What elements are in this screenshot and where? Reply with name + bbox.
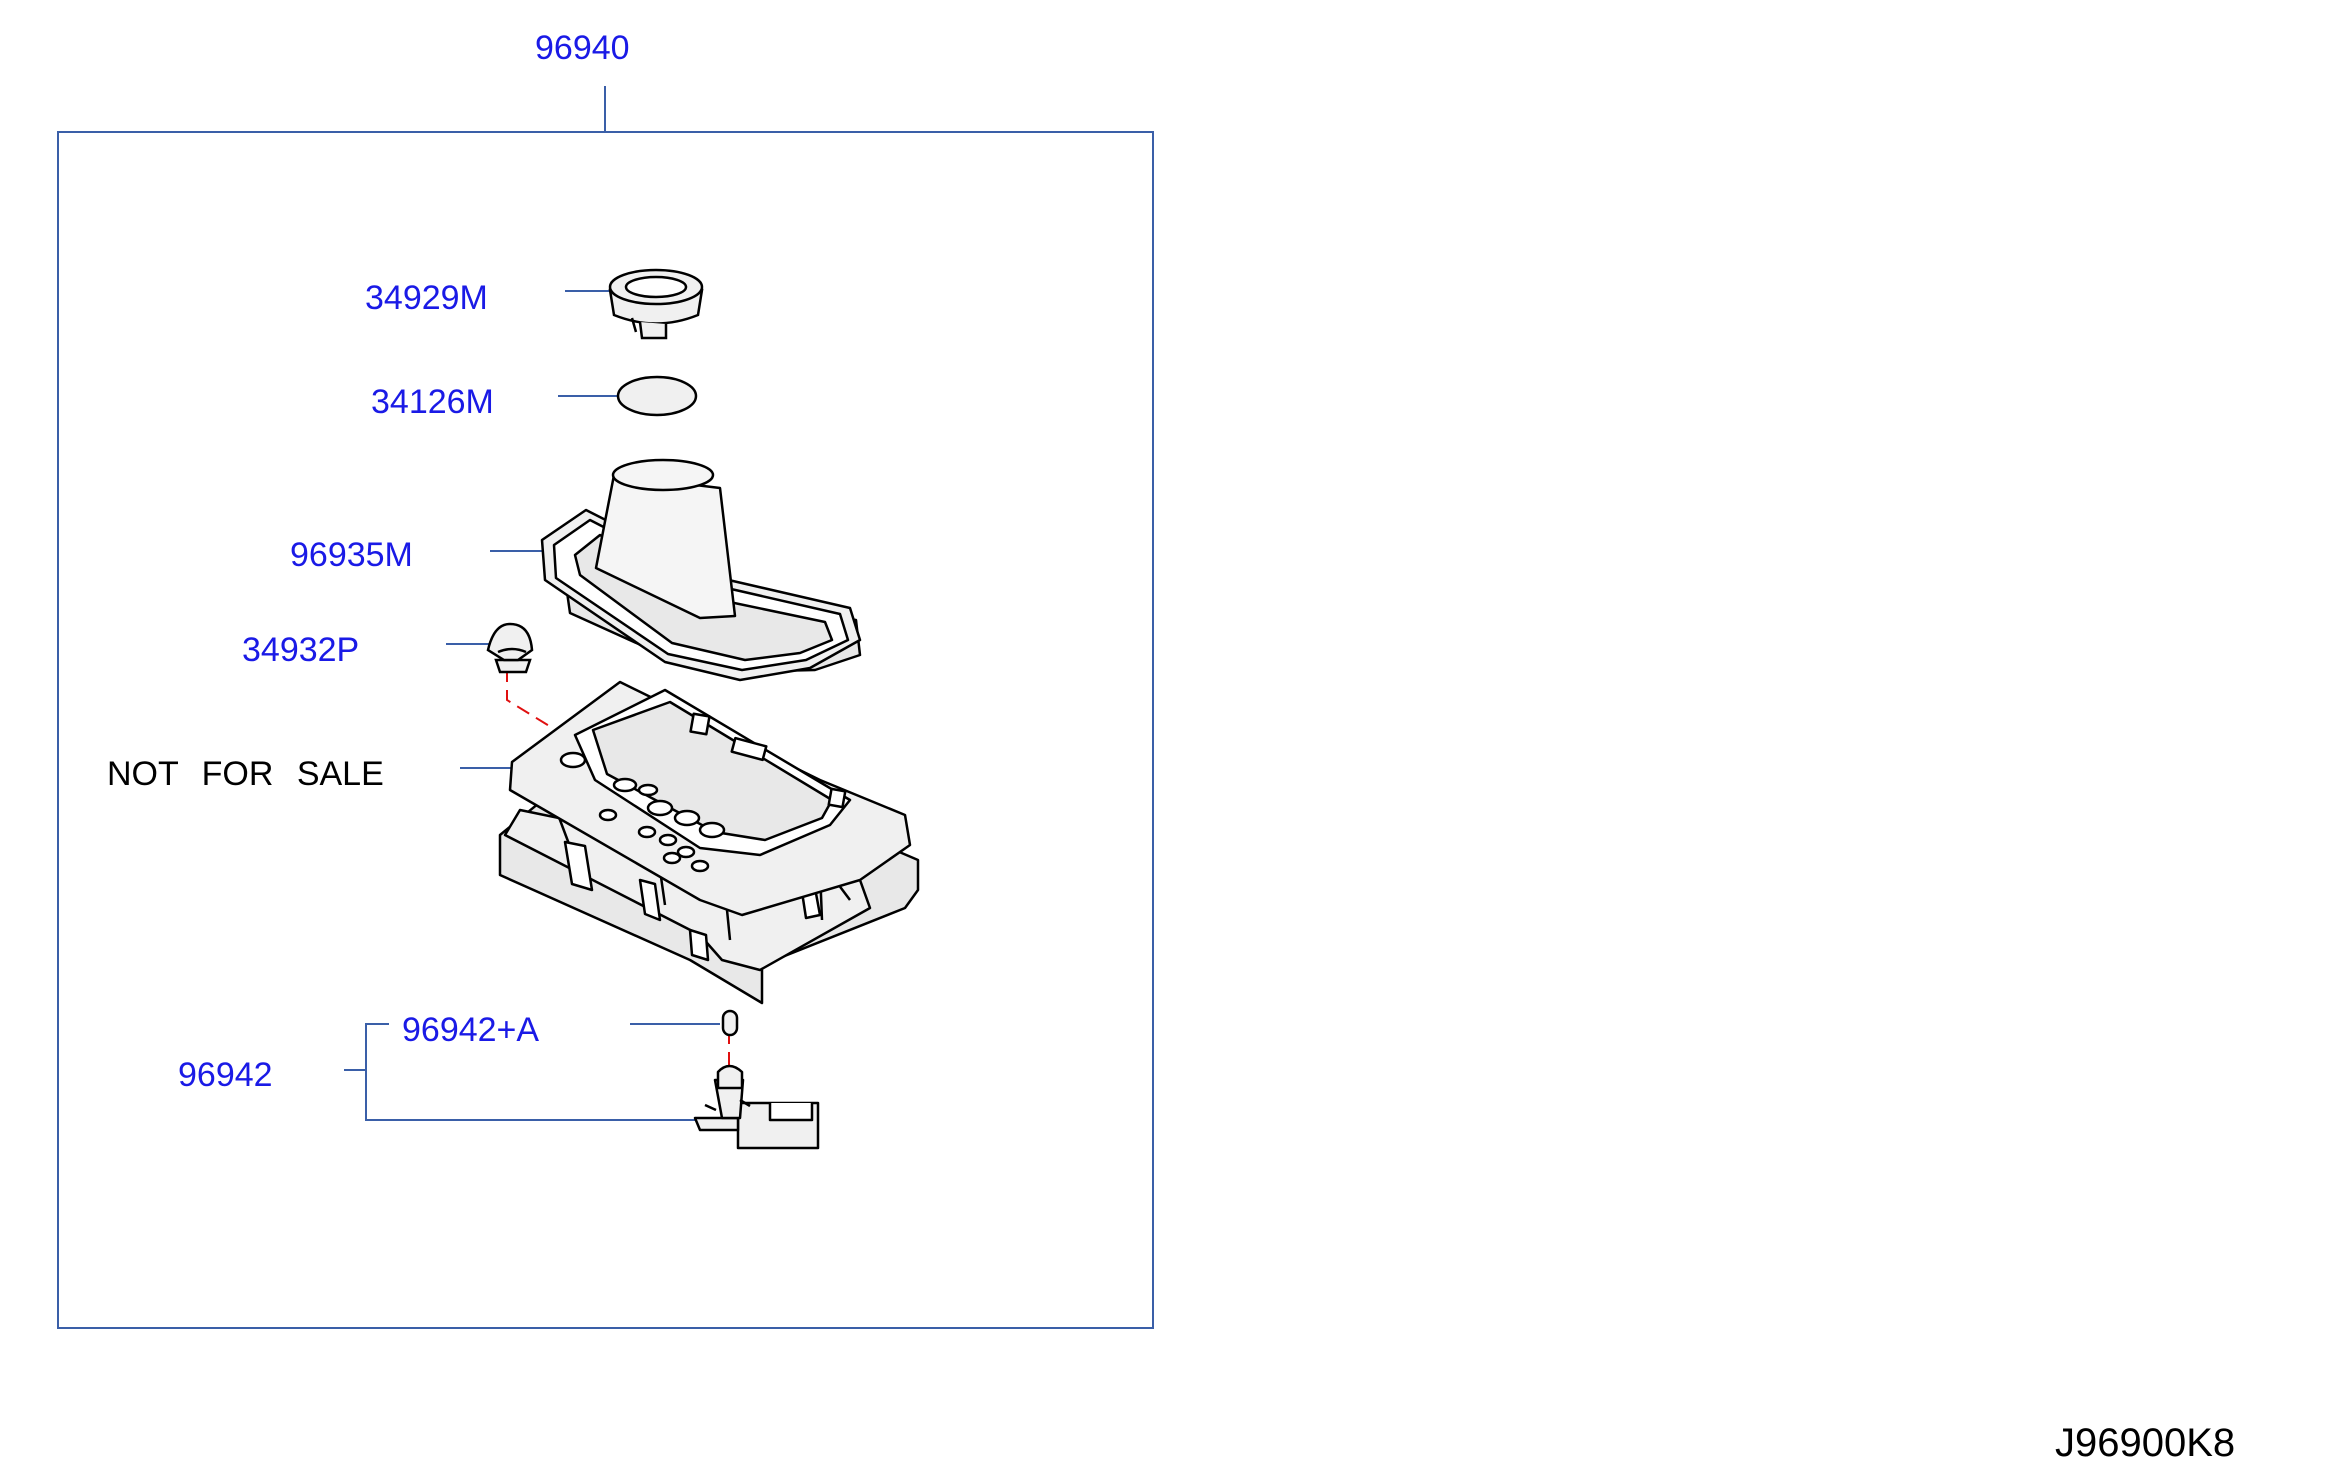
assembly-frame: [57, 86, 1154, 1329]
part-label-96942a: 96942+A: [402, 1011, 540, 1049]
console-finisher-icon: [498, 680, 920, 1005]
clip-icon: [486, 622, 534, 674]
part-label-34126m: 34126M: [371, 383, 494, 421]
part-label-96935m: 96935M: [290, 536, 413, 574]
part-label-96942: 96942: [178, 1056, 273, 1094]
part-label-34929m: 34929M: [365, 279, 488, 317]
leader-lines: [344, 290, 720, 1121]
shift-boot-icon: [540, 458, 862, 682]
assembly-label-96940: 96940: [535, 29, 630, 67]
bulb-socket-icon: [693, 1064, 820, 1150]
part-label-34932p: 34932P: [242, 631, 360, 669]
bulb-icon: [721, 1009, 739, 1037]
drawing-code: J96900K8: [2055, 1421, 2236, 1465]
part-label-not-for-sale: NOT FOR SALE: [107, 755, 384, 793]
boot-retainer-icon: [608, 268, 704, 340]
o-ring-icon: [616, 375, 698, 417]
